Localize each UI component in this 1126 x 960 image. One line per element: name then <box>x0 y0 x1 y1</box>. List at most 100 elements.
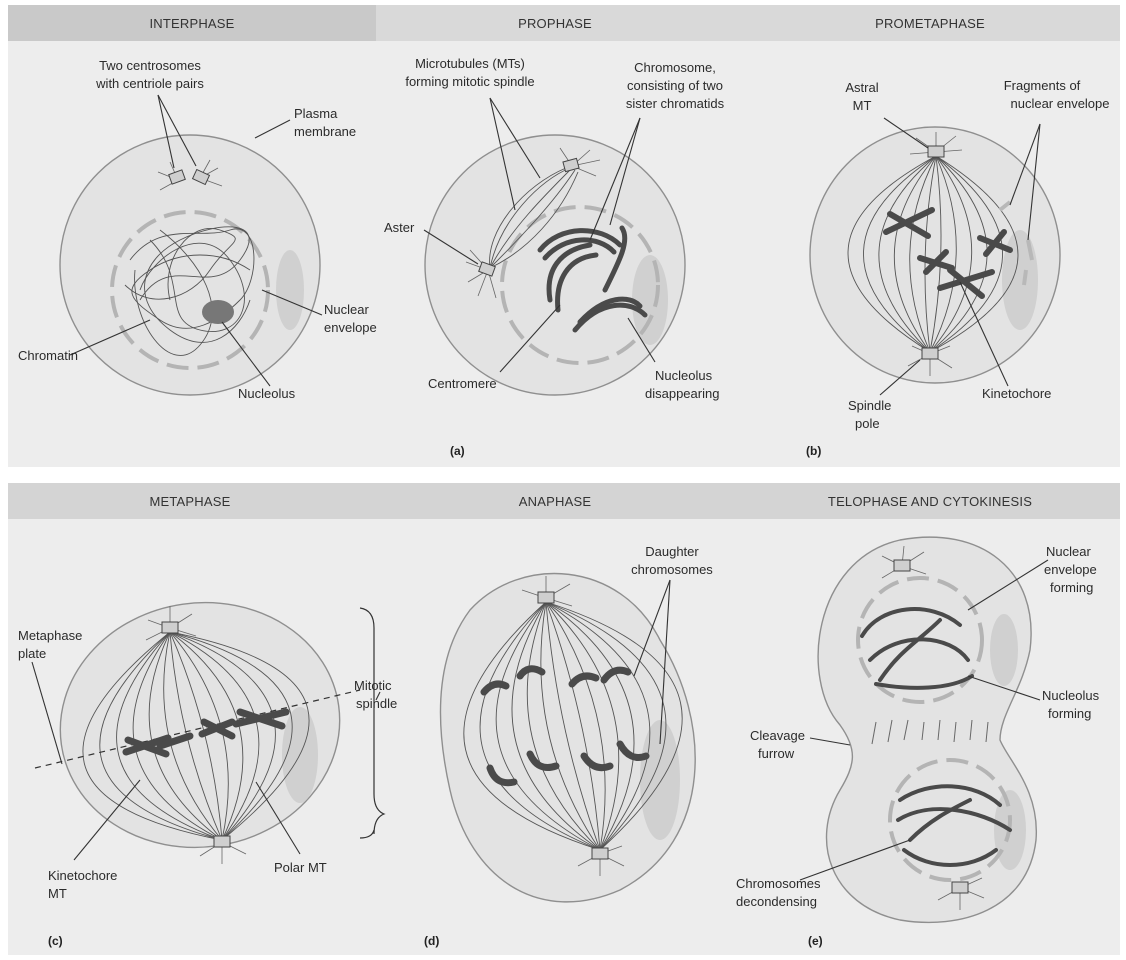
prometaphase-chromosomes <box>883 207 1013 299</box>
telophase-cell <box>817 536 1037 924</box>
tag-d: (d) <box>424 934 439 948</box>
prophase-cell <box>424 134 686 396</box>
tag-c: (c) <box>48 934 63 948</box>
spindle-fiber <box>545 601 635 851</box>
spindle-fiber <box>545 601 601 851</box>
spindle-fiber <box>929 155 1019 353</box>
spindle-fiber <box>545 601 606 851</box>
anaphase-spindle <box>463 601 683 851</box>
header-prometaphase: PROMETAPHASE <box>875 16 985 31</box>
spindle-fiber <box>479 601 601 851</box>
header-bar-interphase <box>8 5 376 41</box>
header-anaphase: ANAPHASE <box>519 494 592 509</box>
spindle-fiber <box>924 155 937 353</box>
spindle-fiber <box>929 155 973 353</box>
telophase-chromosomes-bottom <box>896 784 1012 867</box>
prophase-chromosomes <box>537 225 648 333</box>
spindle-fiber <box>878 155 937 353</box>
header-bar-prophase <box>376 5 1120 41</box>
label-microtubules: Microtubules (MTs) <box>415 56 525 71</box>
label-envelope-forming: envelope <box>1044 562 1097 577</box>
header-metaphase: METAPHASE <box>149 494 230 509</box>
nucleolus-blob <box>202 300 234 324</box>
label-nucleolus-forming: Nucleolus <box>1042 688 1100 703</box>
label-polar-mt: Polar MT <box>274 860 327 875</box>
tag-a: (a) <box>450 444 465 458</box>
label-sister-chromatids: sister chromatids <box>626 96 725 111</box>
tag-e: (e) <box>808 934 823 948</box>
mitotic-spindle-bracket <box>359 607 386 835</box>
centrosome-pair <box>157 159 223 191</box>
label-plasma: Plasma <box>294 106 338 121</box>
label-two-centrosomes: Two centrosomes <box>99 58 201 73</box>
label-chromosome: Chromosome, <box>634 60 716 75</box>
label-chromatin: Chromatin <box>18 348 78 363</box>
spindle-fiber <box>929 155 1003 353</box>
label-forming: forming <box>1050 580 1093 595</box>
telophase-chromosomes-top <box>860 607 974 690</box>
label-cleavage: Cleavage <box>750 728 805 743</box>
spindle-fiber <box>929 155 957 353</box>
cleavage-marks <box>871 719 989 745</box>
label-nuclear-envelope-frag: nuclear envelope <box>1010 96 1109 111</box>
spindle-fiber <box>545 601 620 851</box>
spindle-fiber <box>545 601 667 851</box>
label-nucleolus-disappearing-2: disappearing <box>645 386 719 401</box>
label-kinetochore-mt-2: MT <box>48 886 67 901</box>
spindle-fiber <box>169 631 293 841</box>
prometaphase-cell <box>809 126 1061 384</box>
spindle-fiber <box>545 601 683 851</box>
label-spindle: Spindle <box>848 398 891 413</box>
label-astral: Astral <box>845 80 878 95</box>
spindle-fiber <box>82 631 223 841</box>
label-centriole-pairs: with centriole pairs <box>95 76 204 91</box>
label-consisting: consisting of two <box>627 78 723 93</box>
anaphase-daughter-chromosomes <box>480 665 650 787</box>
spindle-fiber <box>847 155 937 353</box>
header-telophase: TELOPHASE AND CYTOKINESIS <box>828 494 1032 509</box>
spindle-fiber <box>116 631 223 841</box>
header-bar-bottom <box>8 483 1120 519</box>
label-chromosomes-decondensing: Chromosomes <box>736 876 821 891</box>
label-envelope: envelope <box>324 320 377 335</box>
label-nuclear-forming: Nuclear <box>1046 544 1091 559</box>
spindle-fiber <box>463 601 601 851</box>
label-mitotic: Mitotic <box>354 678 392 693</box>
label-pole: pole <box>855 416 880 431</box>
label-furrow: furrow <box>758 746 795 761</box>
label-forming-spindle: forming mitotic spindle <box>405 74 534 89</box>
label-daughter: Daughter <box>645 544 699 559</box>
label-nucleolus-disappearing-1: Nucleolus <box>655 368 713 383</box>
metaphase-cell <box>34 601 361 864</box>
spindle-fiber <box>540 601 601 851</box>
label-nucleolus-forming-2: forming <box>1048 706 1091 721</box>
label-plate: plate <box>18 646 46 661</box>
metaphase-chromosomes <box>122 708 290 758</box>
header-prophase: PROPHASE <box>518 16 592 31</box>
label-decondensing: decondensing <box>736 894 817 909</box>
label-kinetochore-mt: Kinetochore <box>48 868 117 883</box>
spindle-fiber <box>545 601 601 851</box>
label-centromere: Centromere <box>428 376 497 391</box>
label-nucleolus: Nucleolus <box>238 386 296 401</box>
spindle-fiber <box>909 155 937 353</box>
label-fragments: Fragments of <box>1004 78 1081 93</box>
spindle-fiber <box>495 601 601 851</box>
anaphase-cell <box>439 572 696 903</box>
header-interphase: INTERPHASE <box>149 16 234 31</box>
label-daughter-chromosomes: chromosomes <box>631 562 713 577</box>
spindle-fiber <box>99 631 223 841</box>
label-spindle-m: spindle <box>356 696 397 711</box>
label-aster: Aster <box>384 220 415 235</box>
spindle-fiber <box>545 601 651 851</box>
label-metaphase: Metaphase <box>18 628 82 643</box>
interphase-cell <box>59 134 321 396</box>
label-astral-mt: MT <box>853 98 872 113</box>
spindle-fiber <box>863 155 937 353</box>
label-nuclear: Nuclear <box>324 302 369 317</box>
spindle-fiber <box>511 601 601 851</box>
prophase-spindle <box>489 167 579 269</box>
label-membrane: membrane <box>294 124 356 139</box>
spindle-fiber <box>526 601 601 851</box>
